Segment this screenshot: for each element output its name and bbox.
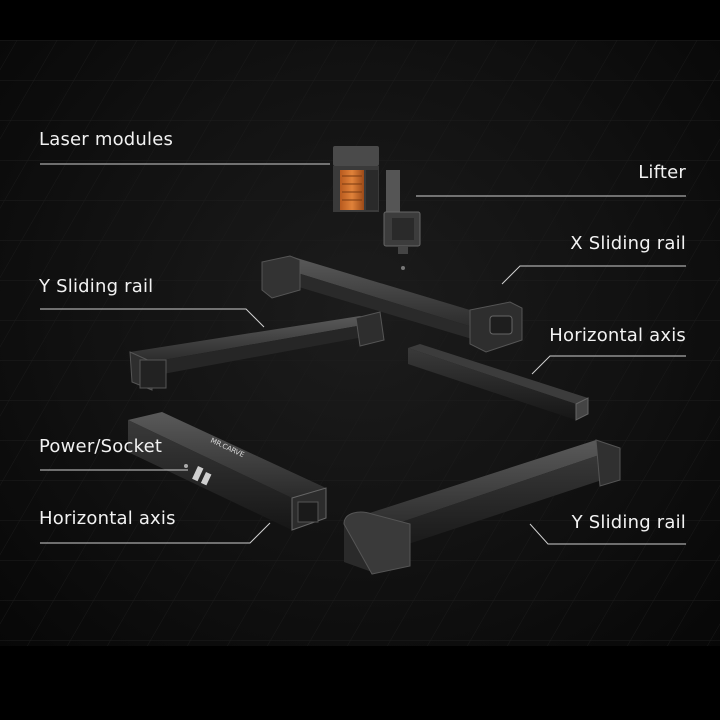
diagram-panel: MR.CARVE [0,40,720,646]
lifter-part [383,170,421,270]
leader-lines [40,163,686,545]
leader-y-sliding-rail-left [40,308,265,328]
horizontal-axis-right-part [408,344,589,421]
label-x-sliding-rail: X Sliding rail [570,233,686,254]
y-sliding-rail-left-part [129,311,385,391]
leader-y-sliding-rail-right [529,523,686,545]
exploded-parts-illustration: MR.CARVE [0,40,720,646]
laser-module-part [333,146,379,212]
leader-horizontal-axis-right [531,355,686,375]
leader-x-sliding-rail [501,265,686,285]
leader-horizontal-axis-left [40,522,271,544]
label-y-sliding-rail-left: Y Sliding rail [39,276,154,297]
horizontal-axis-left-part: MR.CARVE [128,412,327,531]
label-lifter: Lifter [638,162,686,183]
y-sliding-rail-right-part [343,439,621,575]
label-horizontal-axis-left: Horizontal axis [39,508,176,529]
x-sliding-rail-part [261,255,523,353]
label-y-sliding-rail-right: Y Sliding rail [571,512,686,533]
label-power-socket: Power/Socket [39,436,163,457]
label-horizontal-axis-right: Horizontal axis [549,325,686,346]
label-laser-modules: Laser modules [39,129,174,150]
